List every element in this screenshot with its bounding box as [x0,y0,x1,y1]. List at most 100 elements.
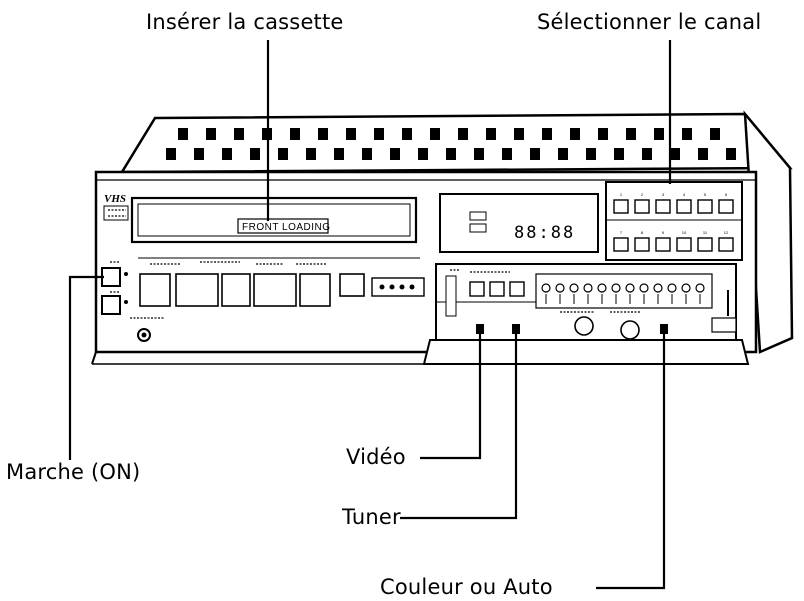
channel-button[interactable] [676,237,692,252]
channel-button[interactable] [676,199,692,214]
vent-slot [486,128,496,140]
cassette-compartment: FRONT LOADING [130,196,418,244]
callout-select-channel: Sélectionner le canal [537,10,762,34]
vent-slot [642,148,652,160]
color-auto-switch[interactable] [660,324,668,334]
vent-slot [558,148,568,160]
vent-slot [530,148,540,160]
tuning-knob[interactable] [681,283,691,293]
vent-slot [458,128,468,140]
vent-slot [234,128,244,140]
channel-button[interactable] [613,237,629,252]
indicator-dot [409,284,415,290]
channel-number: 5 [704,192,707,197]
vent-slot [430,128,440,140]
panel-button[interactable] [509,281,525,297]
channel-button[interactable] [634,199,650,214]
channel-number: 2 [641,192,644,197]
vent-slot [474,148,484,160]
leader-power-on [68,275,104,460]
panel-microtext [108,209,640,319]
transport-button[interactable] [175,273,219,307]
vent-slot [318,128,328,140]
transport-button[interactable] [299,273,331,307]
vent-slot [250,148,260,160]
indicator-dot [379,284,385,290]
vent-slot [514,128,524,140]
panel-button[interactable] [469,281,485,297]
vent-slot [586,148,596,160]
vent-slot [682,128,692,140]
callout-power-on: Marche (ON) [6,460,141,484]
tuning-knob[interactable] [667,283,677,293]
vent-slot [402,128,412,140]
vent-slot [390,148,400,160]
channel-number: 11 [703,230,708,235]
vent-slot [290,128,300,140]
record-led [124,300,128,304]
vent-slot [598,128,608,140]
vent-slot [334,148,344,160]
channel-button[interactable] [697,237,713,252]
callout-tuner: Tuner [342,505,401,529]
leader-video [420,330,482,460]
vent-slot [278,148,288,160]
channel-button[interactable] [697,199,713,214]
channel-button[interactable] [613,199,629,214]
vent-slot [710,128,720,140]
channel-number: 1 [620,192,623,197]
indicator-dot [399,284,405,290]
channel-number: 10 [682,230,687,235]
video-tuner-switch[interactable] [476,324,484,334]
transport-button[interactable] [221,273,251,307]
panel-button[interactable] [489,281,505,297]
rf-connector[interactable] [711,317,737,333]
channel-number: 12 [724,230,729,235]
vent-slot [570,128,580,140]
channel-button[interactable] [655,199,671,214]
vhs-logo: VHS [104,193,126,205]
channel-button[interactable] [634,237,650,252]
tuning-knob[interactable] [625,283,635,293]
tuning-knob[interactable] [569,283,579,293]
leader-color-auto [596,330,666,590]
vent-slot [374,128,384,140]
clock-display: 88:88 [514,223,575,243]
record-button[interactable] [339,273,365,297]
vent-slot [346,128,356,140]
tuner-switch[interactable] [512,324,520,334]
channel-number: 7 [620,230,623,235]
tuning-knob[interactable] [555,283,565,293]
vent-slot [206,128,216,140]
tuning-knob[interactable] [541,283,551,293]
tracking-knob[interactable] [574,316,594,336]
lower-control-panel [422,263,750,365]
channel-button[interactable] [655,237,671,252]
channel-button[interactable] [718,237,734,252]
vent-slot [166,148,176,160]
leader-tuner [400,330,518,520]
channel-number: 4 [683,192,686,197]
tuning-knob[interactable] [639,283,649,293]
transport-button[interactable] [139,273,171,307]
eject-button[interactable] [101,295,121,315]
vent-slot [726,148,736,160]
channel-number: 6 [725,192,728,197]
vent-slot [418,148,428,160]
indicator-window[interactable] [371,277,425,297]
callout-insert-cassette: Insérer la cassette [146,10,344,34]
tint-knob[interactable] [620,320,640,340]
vent-slot [446,148,456,160]
tuning-knob[interactable] [597,283,607,293]
callout-video: Vidéo [346,445,406,469]
tuning-knob[interactable] [583,283,593,293]
power-button[interactable] [101,267,121,287]
channel-button[interactable] [718,199,734,214]
tuning-knob[interactable] [653,283,663,293]
tuning-knob[interactable] [695,283,705,293]
vent-slot [614,148,624,160]
transport-button[interactable] [253,273,297,307]
tuning-knob[interactable] [611,283,621,293]
